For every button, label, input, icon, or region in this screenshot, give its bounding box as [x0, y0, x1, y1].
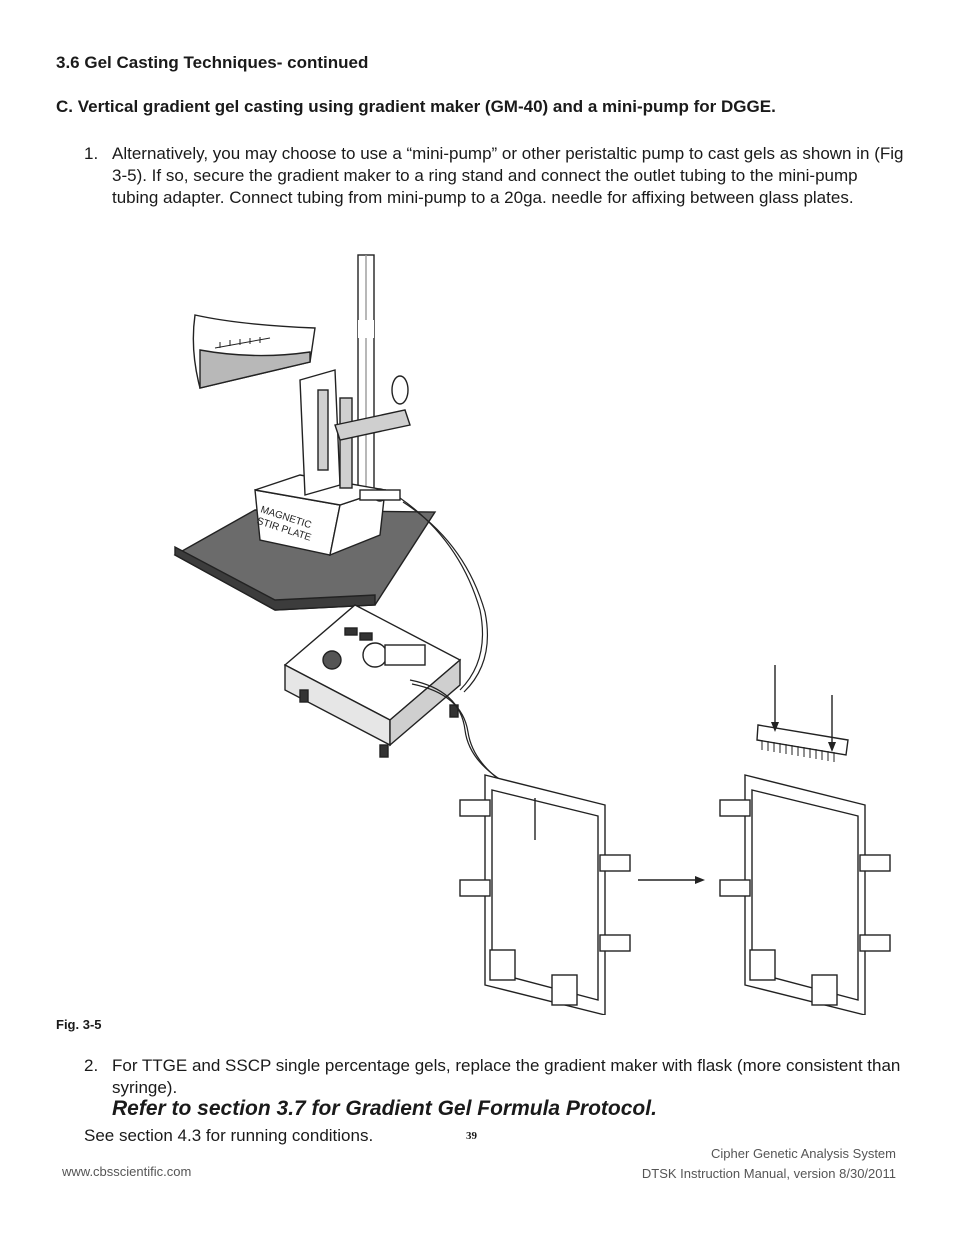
subsection-title: C. Vertical gradient gel casting using g… — [56, 97, 776, 116]
footer-manual-version: DTSK Instruction Manual, version 8/30/20… — [641, 1166, 896, 1181]
footer-website[interactable]: www.cbsscientific.com — [62, 1164, 192, 1179]
page-number: 39 — [466, 1130, 477, 1142]
section-title: 3.6 Gel Casting Techniques- continued — [56, 53, 369, 72]
gel-casting-illustration: MAGNETIC STIR PLATE — [173, 254, 891, 1015]
step-2-text: For TTGE and SSCP single percentage gels… — [112, 1056, 901, 1097]
see-note: See section 4.3 for running conditions. — [84, 1126, 374, 1145]
comb — [756, 724, 849, 756]
step-2: 2. For TTGE and SSCP single percentage g… — [84, 1055, 904, 1099]
figure-caption: Fig. 3-5 — [56, 1017, 102, 1032]
step-1-number: 1. — [84, 144, 99, 163]
footer-system-name: Cipher Genetic Analysis System — [711, 1146, 896, 1161]
step-2-number: 2. — [84, 1056, 99, 1075]
step-1-text: Alternatively, you may choose to use a “… — [112, 144, 904, 207]
step-1: 1. Alternatively, you may choose to use … — [84, 143, 904, 209]
refer-note: Refer to section 3.7 for Gradient Gel Fo… — [112, 1097, 657, 1120]
